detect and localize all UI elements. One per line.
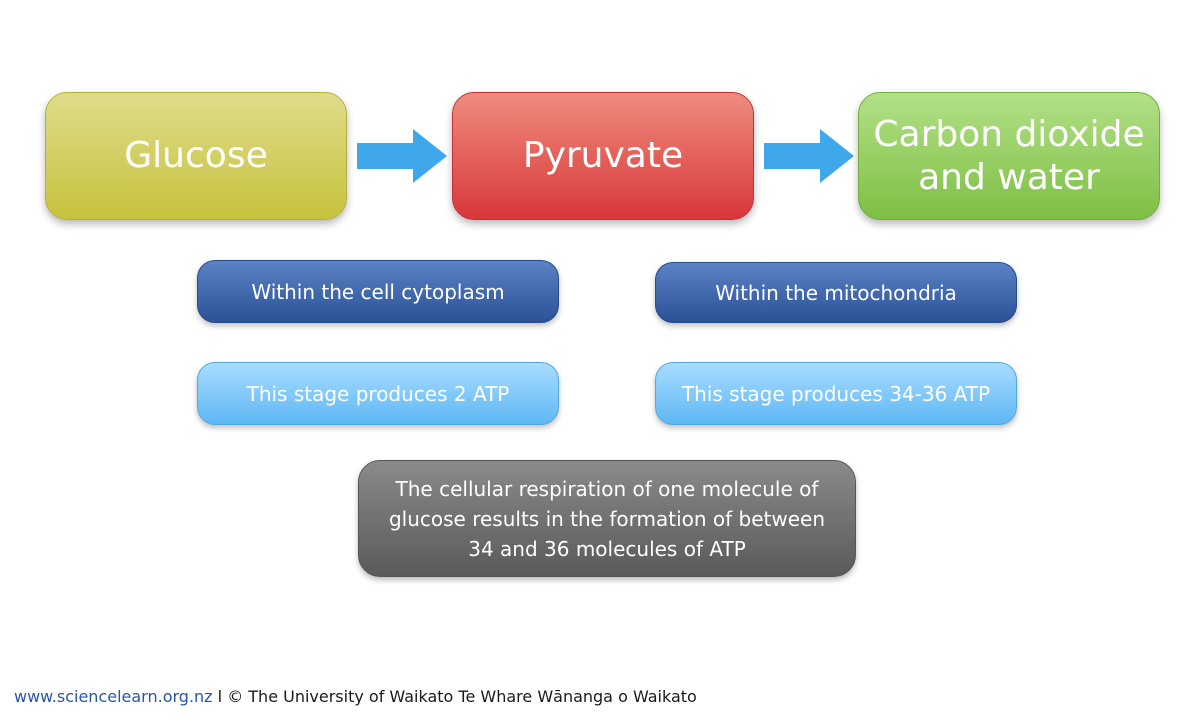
summary-line2: glucose results in the formation of betw… xyxy=(388,506,826,531)
right-arrow-icon xyxy=(764,129,854,183)
atp-second-stage-label: This stage produces 34-36 ATP xyxy=(681,381,991,406)
right-arrow-icon xyxy=(357,129,447,183)
footer-copyright: © The University of Waikato Te Whare Wān… xyxy=(227,687,697,706)
carbon-dioxide-water-box: Carbon dioxide and water xyxy=(858,92,1160,220)
atp-first-stage-label: This stage produces 2 ATP xyxy=(246,381,510,406)
footer-credit: www.sciencelearn.org.nz l © The Universi… xyxy=(14,687,697,706)
location-cytoplasm-pill: Within the cell cytoplasm xyxy=(197,260,559,323)
location-mitochondria-label: Within the mitochondria xyxy=(715,280,957,305)
footer-url[interactable]: www.sciencelearn.org.nz xyxy=(14,687,213,706)
footer-separator: l xyxy=(212,687,228,706)
co2-label-line2: and water xyxy=(918,157,1100,198)
location-mitochondria-pill: Within the mitochondria xyxy=(655,262,1017,323)
co2-label-line1: Carbon dioxide xyxy=(873,113,1145,155)
location-cytoplasm-label: Within the cell cytoplasm xyxy=(251,279,505,304)
summary-line1: The cellular respiration of one molecule… xyxy=(395,476,819,501)
summary-line3: 34 and 36 molecules of ATP xyxy=(468,536,746,561)
pyruvate-label: Pyruvate xyxy=(522,135,684,177)
glucose-label: Glucose xyxy=(124,135,268,177)
summary-box: The cellular respiration of one molecule… xyxy=(358,460,856,577)
glucose-box: Glucose xyxy=(45,92,347,220)
pyruvate-box: Pyruvate xyxy=(452,92,754,220)
atp-first-stage-pill: This stage produces 2 ATP xyxy=(197,362,559,425)
atp-second-stage-pill: This stage produces 34-36 ATP xyxy=(655,362,1017,425)
